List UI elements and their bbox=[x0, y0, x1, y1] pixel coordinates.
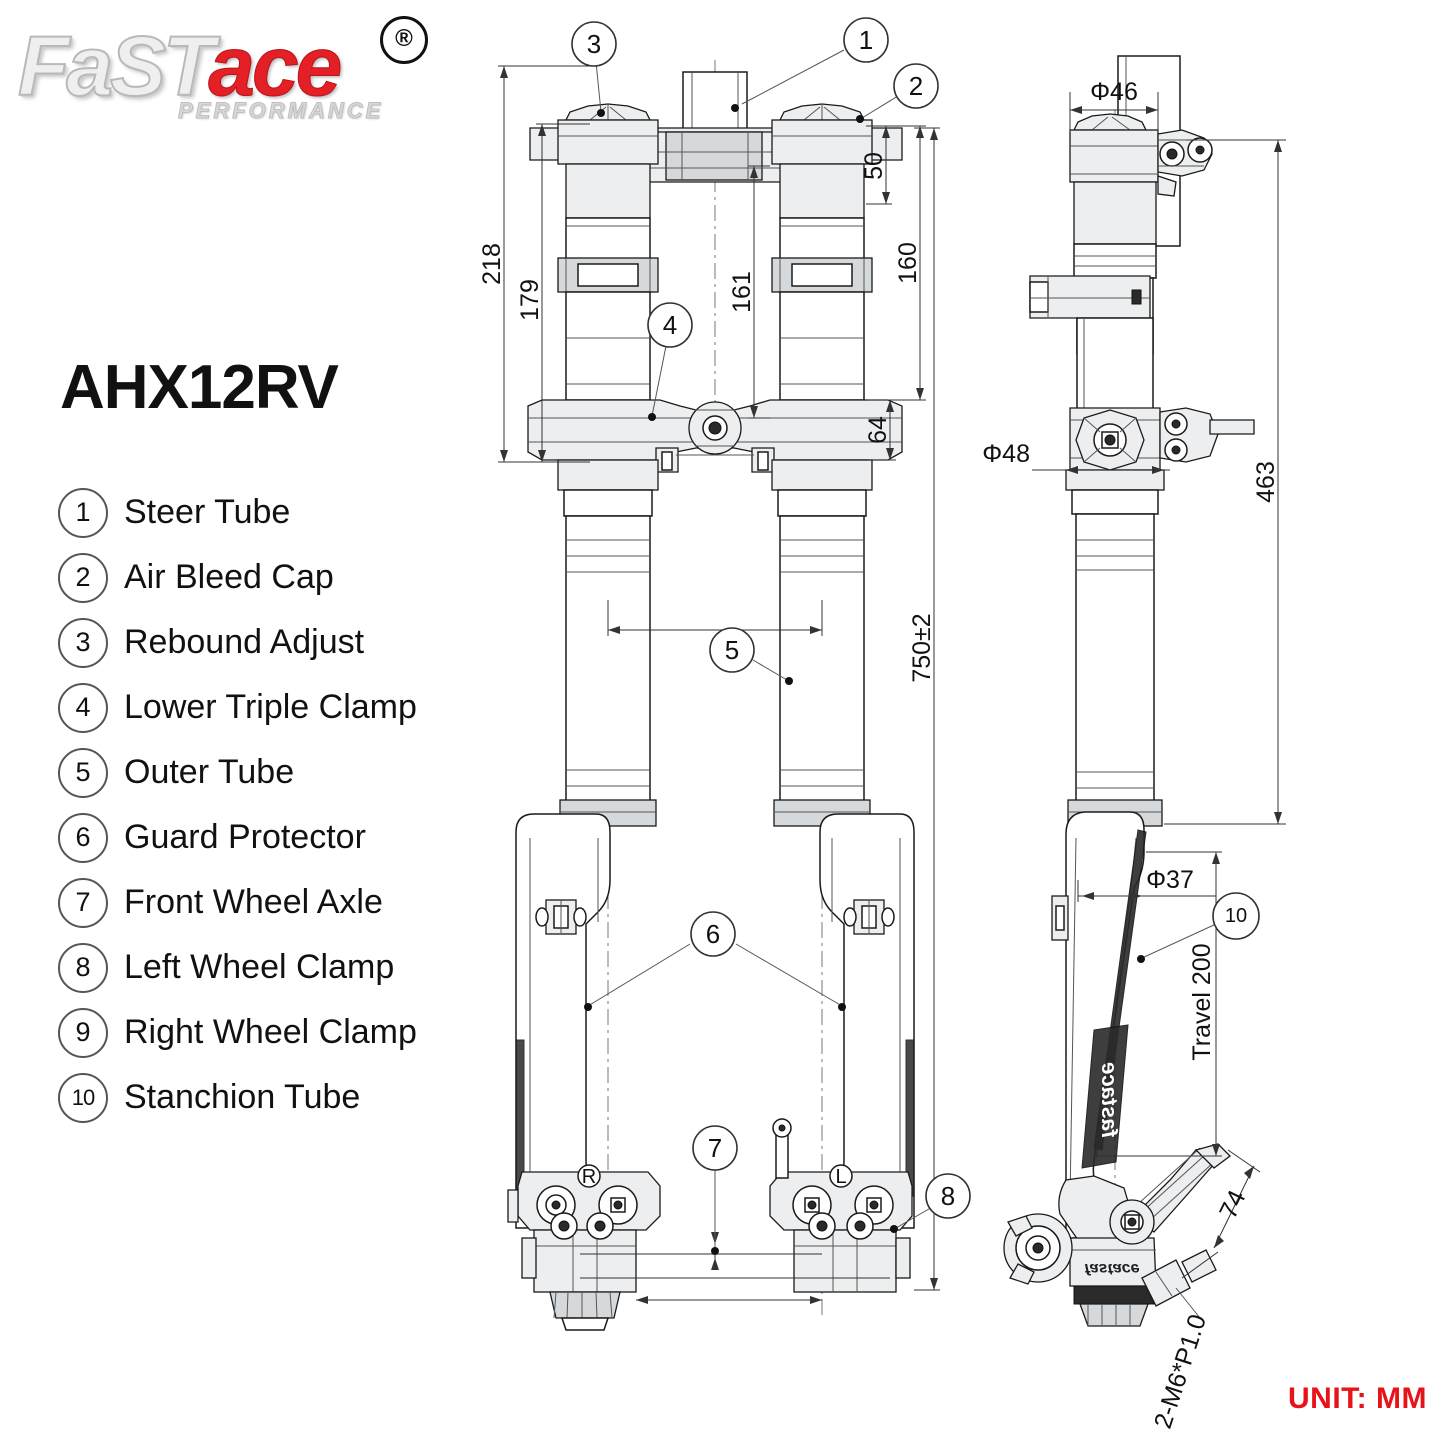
legend-item-front-wheel-axle: 7 Front Wheel Axle bbox=[58, 870, 488, 935]
legend-number-3: 3 bbox=[58, 617, 108, 668]
clamp-mark-l: L bbox=[835, 1166, 846, 1188]
dim-50: 50 bbox=[860, 152, 888, 180]
legend-item-rebound-adjust: 3 Rebound Adjust bbox=[58, 610, 488, 675]
legend-label-3: Rebound Adjust bbox=[124, 623, 365, 661]
legend-number-10: 10 bbox=[58, 1072, 108, 1123]
registered-trademark-icon: ® bbox=[380, 16, 428, 64]
legend-item-stanchion-tube: 10 Stanchion Tube bbox=[58, 1065, 488, 1130]
legend-number-8: 8 bbox=[58, 942, 108, 993]
wheel-clamp-left: L bbox=[769, 1118, 913, 1293]
front-view: R L bbox=[478, 17, 971, 1331]
dim-phi46: Φ46 bbox=[1090, 78, 1138, 106]
legend-number-9: 9 bbox=[58, 1007, 108, 1058]
logo-ace-text: ace bbox=[208, 19, 343, 113]
balloon-8: 8 bbox=[941, 1181, 955, 1211]
balloon-2: 2 bbox=[909, 71, 923, 101]
brand-logo: FaSTace PERFORMANCE ® bbox=[17, 14, 428, 126]
legend-item-lower-triple-clamp: 4 Lower Triple Clamp bbox=[58, 675, 488, 740]
dim-74: 74 bbox=[1214, 1186, 1251, 1223]
legend-item-air-bleed-cap: 2 Air Bleed Cap bbox=[58, 545, 488, 610]
dim-463: 463 bbox=[1252, 461, 1280, 503]
dim-thread-spec: 2-M6*P1.0 bbox=[1149, 1311, 1212, 1432]
dim-179: 179 bbox=[516, 279, 544, 321]
legend-item-steer-tube: 1 Steer Tube bbox=[58, 480, 488, 545]
legend-item-right-wheel-clamp: 9 Right Wheel Clamp bbox=[58, 1000, 488, 1065]
legend-item-outer-tube: 5 Outer Tube bbox=[58, 740, 488, 805]
legend-label-10: Stanchion Tube bbox=[124, 1078, 361, 1116]
clamp-mark-r: R bbox=[582, 1166, 596, 1188]
page-title: AHX12RV bbox=[60, 353, 339, 422]
legend-number-6: 6 bbox=[58, 812, 108, 863]
parts-legend: 1 Steer Tube 2 Air Bleed Cap 3 Rebound A… bbox=[58, 480, 488, 1130]
balloon-1: 1 bbox=[859, 25, 873, 55]
legend-label-5: Outer Tube bbox=[124, 753, 295, 791]
balloon-3: 3 bbox=[587, 29, 601, 59]
logo-wordmark: FaSTace bbox=[17, 23, 343, 109]
legend-label-6: Guard Protector bbox=[124, 818, 366, 856]
logo-performance-text: PERFORMANCE bbox=[177, 98, 384, 124]
legend-label-2: Air Bleed Cap bbox=[124, 558, 334, 596]
wheel-clamp-right: R bbox=[507, 1164, 661, 1331]
balloon-5: 5 bbox=[725, 635, 739, 665]
legend-number-1: 1 bbox=[58, 487, 108, 538]
logo-fast-text: FaST bbox=[17, 19, 212, 113]
side-decal-text: fastace bbox=[1097, 1062, 1122, 1138]
balloon-6: 6 bbox=[706, 919, 720, 949]
legend-number-7: 7 bbox=[58, 877, 108, 928]
dim-phi48: Φ48 bbox=[982, 440, 1030, 468]
legend-number-5: 5 bbox=[58, 747, 108, 798]
legend-label-4: Lower Triple Clamp bbox=[124, 688, 417, 726]
balloon-4: 4 bbox=[663, 310, 677, 340]
dim-218: 218 bbox=[478, 243, 506, 285]
side-view: fastace fastace bbox=[982, 55, 1286, 1432]
technical-drawing: R L bbox=[470, 0, 1445, 1445]
dim-phi37: Φ37 bbox=[1146, 866, 1194, 894]
legend-label-7: Front Wheel Axle bbox=[124, 883, 383, 921]
dim-travel-200: Travel 200 bbox=[1188, 943, 1216, 1060]
legend-item-guard-protector: 6 Guard Protector bbox=[58, 805, 488, 870]
balloon-10: 10 bbox=[1225, 905, 1247, 927]
dim-160: 160 bbox=[894, 242, 922, 284]
legend-number-4: 4 bbox=[58, 682, 108, 733]
svg-text:fastace: fastace bbox=[1084, 1260, 1139, 1277]
balloon-7: 7 bbox=[708, 1133, 722, 1163]
unit-note: UNIT: MM bbox=[1288, 1382, 1427, 1415]
dim-750: 750±2 bbox=[908, 613, 936, 682]
legend-label-9: Right Wheel Clamp bbox=[124, 1013, 417, 1051]
legend-label-1: Steer Tube bbox=[124, 493, 291, 531]
dim-161: 161 bbox=[728, 271, 756, 313]
dim-64: 64 bbox=[864, 416, 892, 444]
legend-number-2: 2 bbox=[58, 552, 108, 603]
legend-label-8: Left Wheel Clamp bbox=[124, 948, 395, 986]
legend-item-left-wheel-clamp: 8 Left Wheel Clamp bbox=[58, 935, 488, 1000]
